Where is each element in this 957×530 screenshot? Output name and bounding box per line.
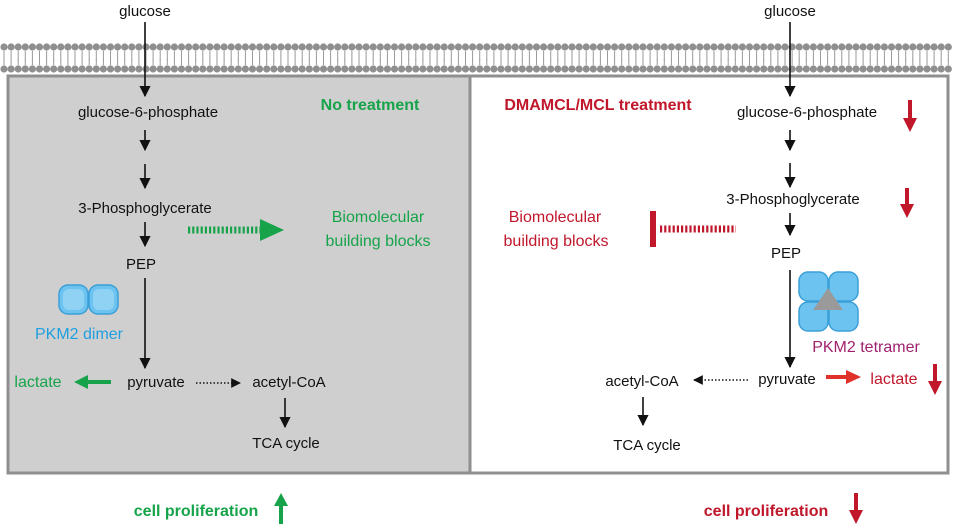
right-proliferation-down-arrow <box>849 493 863 524</box>
pkm2-dimer-icon <box>58 284 119 315</box>
right-tca-label: TCA cycle <box>613 437 681 454</box>
left-glucose-label: glucose <box>119 3 171 20</box>
right-building-blocks-line1: Biomolecular <box>509 209 602 226</box>
left-proliferation-up-arrow <box>274 493 288 524</box>
right-enzyme-label: PKM2 tetramer <box>812 339 920 356</box>
left-panel <box>6 74 472 475</box>
pkm2-tetramer-icon <box>798 271 859 332</box>
left-building-blocks-arrow <box>188 219 284 241</box>
right-acetyl-coa-label: acetyl-CoA <box>605 373 678 390</box>
left-lactate-arrow <box>74 375 111 389</box>
right-glucose-label: glucose <box>764 3 816 20</box>
right-treatment-label: DMAMCL/MCL treatment <box>504 97 692 114</box>
right-pep-label: PEP <box>771 245 801 262</box>
right-lactate-down-arrow <box>928 364 942 395</box>
left-g6p-label: glucose-6-phosphate <box>78 104 218 121</box>
left-building-blocks-line1: Biomolecular <box>332 209 425 226</box>
right-lactate-label: lactate <box>870 371 917 388</box>
right-building-blocks-inhibition <box>650 211 736 247</box>
right-g6p-down-arrow <box>903 100 917 132</box>
left-proliferation-label: cell proliferation <box>134 503 258 520</box>
right-pyruvate-label: pyruvate <box>758 371 816 388</box>
right-lactate-arrow <box>826 370 861 384</box>
left-treatment-label: No treatment <box>321 97 420 114</box>
left-building-blocks-line2: building blocks <box>326 233 431 250</box>
right-3pg-label: 3-Phosphoglycerate <box>726 191 859 208</box>
right-3pg-down-arrow <box>900 188 914 218</box>
left-acetyl-coa-label: acetyl-CoA <box>252 374 325 391</box>
left-enzyme-label: PKM2 dimer <box>35 326 124 343</box>
right-g6p-label: glucose-6-phosphate <box>737 104 877 121</box>
left-lactate-label: lactate <box>14 374 61 391</box>
cell-membrane <box>0 43 952 73</box>
left-pep-label: PEP <box>126 256 156 273</box>
left-tca-label: TCA cycle <box>252 435 320 452</box>
left-pyruvate-label: pyruvate <box>127 374 185 391</box>
left-pathway: glucose No treatment glucose-6-phosphate… <box>14 3 430 524</box>
right-building-blocks-line2: building blocks <box>504 233 609 250</box>
right-proliferation-label: cell proliferation <box>704 503 828 520</box>
right-panel <box>468 74 950 475</box>
right-pathway: glucose DMAMCL/MCL treatment glucose-6-p… <box>504 3 942 524</box>
left-3pg-label: 3-Phosphoglycerate <box>78 200 211 217</box>
